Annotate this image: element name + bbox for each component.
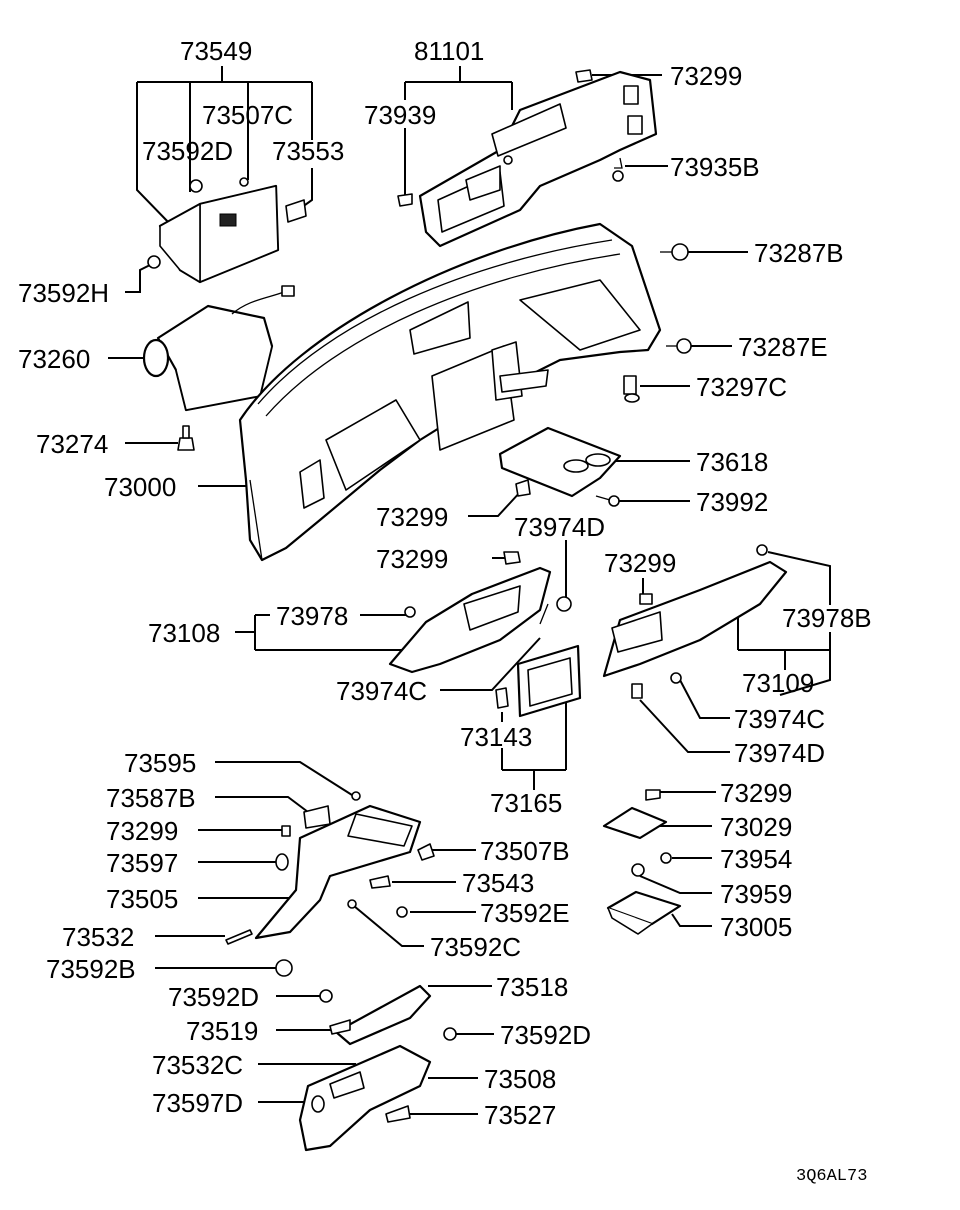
- trim-73165: [516, 644, 582, 718]
- label-73954: 73954: [720, 844, 792, 874]
- nut-73287E: [666, 338, 692, 354]
- label-73505: 73505: [106, 884, 178, 914]
- label-73978B: 73978B: [782, 603, 872, 633]
- screw-73935B: [612, 157, 624, 182]
- label-73549: 73549: [180, 36, 252, 66]
- label-73592D: 73592D: [168, 982, 259, 1012]
- label-73959: 73959: [720, 879, 792, 909]
- label-73974C: 73974C: [734, 704, 825, 734]
- label-73992: 73992: [696, 487, 768, 517]
- clip-73299-mid: [515, 479, 531, 497]
- glove-box-73505: [225, 791, 435, 977]
- label-73935B: 73935B: [670, 152, 760, 182]
- label-73165: 73165: [490, 788, 562, 818]
- label-73518: 73518: [496, 972, 568, 1002]
- label-73592D: 73592D: [142, 136, 233, 166]
- screw-73992: [595, 495, 620, 507]
- clip-73939: [397, 193, 413, 207]
- label-73143: 73143: [460, 722, 532, 752]
- label-73109: 73109: [742, 668, 814, 698]
- label-73553: 73553: [272, 136, 344, 166]
- label-73000: 73000: [104, 472, 176, 502]
- label-73299: 73299: [376, 502, 448, 532]
- instrument-panel: [238, 222, 662, 562]
- glove-box-door-73508: [298, 1044, 432, 1152]
- clip-73297C: [623, 375, 640, 403]
- label-73519: 73519: [186, 1016, 258, 1046]
- label-73299: 73299: [720, 778, 792, 808]
- label-81101: 81101: [414, 36, 484, 66]
- label-73299: 73299: [670, 61, 742, 91]
- label-73592H: 73592H: [18, 278, 109, 308]
- label-73287B: 73287B: [754, 238, 844, 268]
- label-73592E: 73592E: [480, 898, 570, 928]
- label-73274: 73274: [36, 429, 108, 459]
- label-73597: 73597: [106, 848, 178, 878]
- label-73532C: 73532C: [152, 1050, 243, 1080]
- cup-holder-73618: [498, 426, 622, 498]
- label-73974C: 73974C: [336, 676, 427, 706]
- lower-panel-73109: [602, 544, 788, 699]
- label-73029: 73029: [720, 812, 792, 842]
- clip-73299-b: [503, 551, 521, 565]
- label-73507B: 73507B: [480, 836, 570, 866]
- label-73543: 73543: [462, 868, 534, 898]
- label-73939: 73939: [364, 100, 436, 130]
- label-73592C: 73592C: [430, 932, 521, 962]
- labels: 73549 73507C 73592D 73553 73592H 73260 7…: [18, 36, 872, 1130]
- label-73618: 73618: [696, 447, 768, 477]
- ashtray-73005: [606, 890, 682, 935]
- label-73974D: 73974D: [734, 738, 825, 768]
- clip-73299-top: [575, 69, 593, 83]
- clip-73143: [495, 687, 509, 709]
- label-73974D: 73974D: [514, 512, 605, 542]
- latch-73518: [319, 984, 457, 1046]
- label-73532: 73532: [62, 922, 134, 952]
- label-73508: 73508: [484, 1064, 556, 1094]
- center-airbag-module: [147, 177, 307, 284]
- leader-lines: [108, 66, 831, 1115]
- label-73005: 73005: [720, 912, 792, 942]
- label-73527: 73527: [484, 1100, 556, 1130]
- label-73108: 73108: [148, 618, 220, 648]
- label-73592B: 73592B: [46, 954, 136, 984]
- label-73297C: 73297C: [696, 372, 787, 402]
- passenger-airbag: [142, 285, 295, 412]
- label-73978: 73978: [276, 601, 348, 631]
- label-73587B: 73587B: [106, 783, 196, 813]
- label-73299: 73299: [604, 548, 676, 578]
- label-73299: 73299: [106, 816, 178, 846]
- clip-73274: [177, 425, 195, 451]
- label-73507C: 73507C: [202, 100, 293, 130]
- label-73287E: 73287E: [738, 332, 828, 362]
- label-73592D: 73592D: [500, 1020, 591, 1050]
- tray-73029: [602, 789, 672, 877]
- diagram-code: 3Q6AL73: [796, 1167, 867, 1186]
- lower-panel-73108: [388, 566, 572, 674]
- label-73597D: 73597D: [152, 1088, 243, 1118]
- label-73299: 73299: [376, 544, 448, 574]
- label-73260: 73260: [18, 344, 90, 374]
- nut-73287B: [660, 243, 689, 261]
- cluster-bezel: [418, 70, 658, 248]
- label-73595: 73595: [124, 748, 196, 778]
